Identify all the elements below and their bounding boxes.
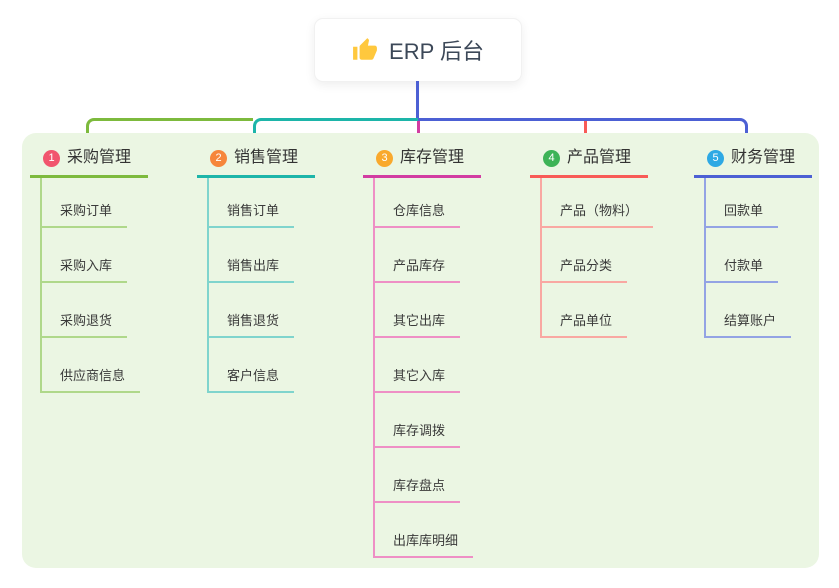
branch-title: 产品管理 — [567, 149, 632, 166]
mindmap-node[interactable]: 销售订单 — [209, 178, 295, 228]
mindmap-node[interactable]: 销售退货 — [209, 283, 295, 338]
mindmap-node[interactable]: 销售出库 — [209, 228, 295, 283]
mindmap-node[interactable]: 采购退货 — [42, 283, 128, 338]
branch-heading[interactable]: 5 财务管理 — [694, 133, 812, 178]
branch-items: 回款单付款单结算账户 — [704, 178, 839, 338]
branch-title: 库存管理 — [400, 149, 465, 166]
branch-5-connector — [418, 118, 748, 146]
branch-number-badge: 2 — [210, 150, 227, 167]
mindmap-node[interactable]: 出库库明细 — [375, 503, 474, 558]
branch-number-badge: 5 — [707, 150, 724, 167]
branch-3: 3 库存管理 仓库信息产品库存其它出库其它入库库存调拨库存盘点出库库明细 — [363, 133, 518, 558]
mindmap-node[interactable]: 回款单 — [706, 178, 779, 228]
root-node[interactable]: ERP 后台 — [314, 18, 522, 82]
mindmap-node[interactable]: 其它出库 — [375, 283, 461, 338]
branch-heading[interactable]: 4 产品管理 — [530, 133, 648, 178]
root-connector-line — [416, 81, 419, 119]
mindmap-node[interactable]: 库存盘点 — [375, 448, 461, 503]
branch-2: 2 销售管理 销售订单销售出库销售退货客户信息 — [197, 133, 352, 393]
mindmap-node[interactable]: 客户信息 — [209, 338, 295, 393]
root-node-label: ERP 后台 — [389, 39, 484, 64]
branch-number-badge: 1 — [43, 150, 60, 167]
branch-1: 1 采购管理 采购订单采购入库采购退货供应商信息 — [30, 133, 185, 393]
branch-4: 4 产品管理 产品（物料）产品分类产品单位 — [530, 133, 685, 338]
mindmap-node[interactable]: 付款单 — [706, 228, 779, 283]
mindmap-node[interactable]: 采购订单 — [42, 178, 128, 228]
branch-items: 仓库信息产品库存其它出库其它入库库存调拨库存盘点出库库明细 — [373, 178, 518, 558]
branch-items: 采购订单采购入库采购退货供应商信息 — [40, 178, 185, 393]
mindmap-node[interactable]: 产品分类 — [542, 228, 628, 283]
panel: 1 采购管理 采购订单采购入库采购退货供应商信息 2 销售管理 销售订单销售出库… — [22, 133, 819, 568]
mindmap-node[interactable]: 结算账户 — [706, 283, 792, 338]
mindmap-node[interactable]: 产品库存 — [375, 228, 461, 283]
branch-heading[interactable]: 3 库存管理 — [363, 133, 481, 178]
branch-number-badge: 3 — [376, 150, 393, 167]
branch-number-badge: 4 — [543, 150, 560, 167]
branch-heading[interactable]: 2 销售管理 — [197, 133, 315, 178]
mindmap-node[interactable]: 库存调拨 — [375, 393, 461, 448]
mindmap-node[interactable]: 其它入库 — [375, 338, 461, 393]
thumbs-up-icon — [353, 38, 377, 60]
branch-heading[interactable]: 1 采购管理 — [30, 133, 148, 178]
mindmap-node[interactable]: 产品（物料） — [542, 178, 654, 228]
branch-1-connector — [86, 118, 253, 146]
branch-5: 5 财务管理 回款单付款单结算账户 — [694, 133, 839, 338]
mindmap-node[interactable]: 供应商信息 — [42, 338, 141, 393]
branch-title: 采购管理 — [67, 149, 132, 166]
branch-items: 销售订单销售出库销售退货客户信息 — [207, 178, 352, 393]
mindmap-node[interactable]: 仓库信息 — [375, 178, 461, 228]
mindmap-node[interactable]: 采购入库 — [42, 228, 128, 283]
branch-title: 财务管理 — [731, 149, 796, 166]
branch-items: 产品（物料）产品分类产品单位 — [540, 178, 685, 338]
branch-2-connector — [253, 118, 418, 146]
branch-title: 销售管理 — [234, 149, 299, 166]
mindmap-node[interactable]: 产品单位 — [542, 283, 628, 338]
